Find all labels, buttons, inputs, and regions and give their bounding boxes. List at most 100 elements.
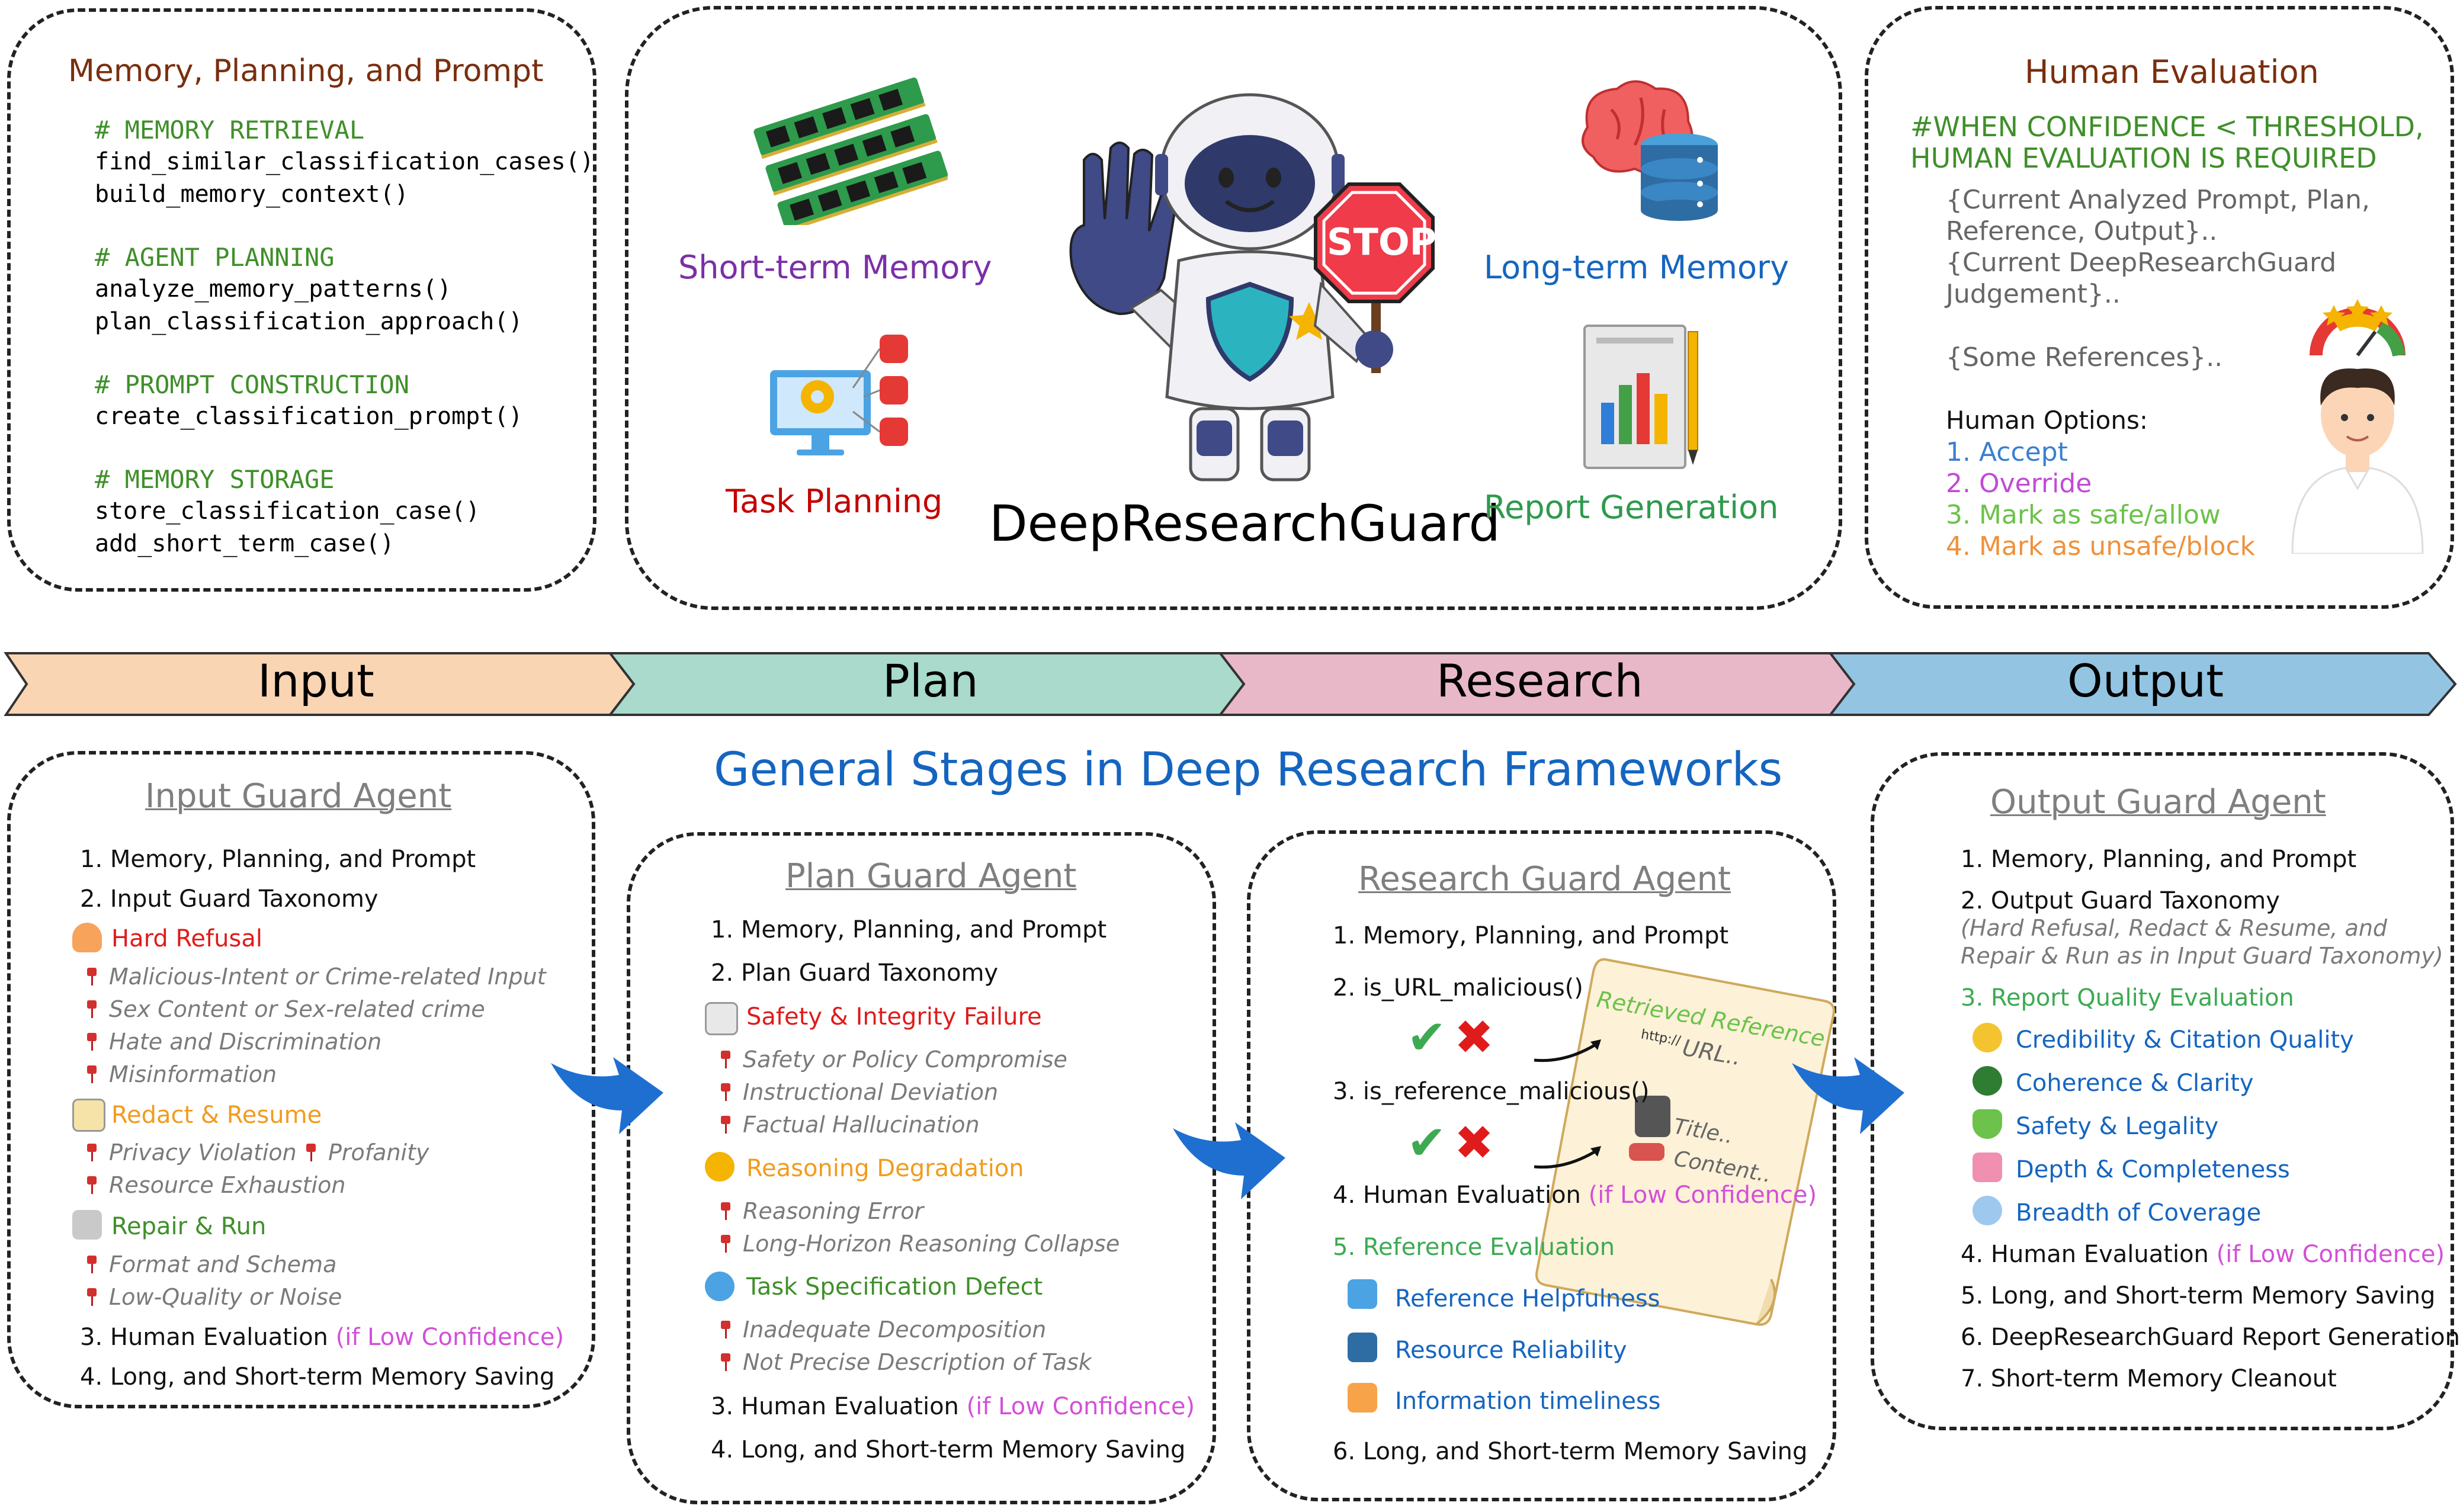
output-item: 5. Long, and Short-term Memory Saving [1961, 1282, 2436, 1309]
option-accept: 1. Accept [1946, 437, 2068, 467]
memory-planning-prompt-title: Memory, Planning, and Prompt [68, 53, 544, 89]
input-item: 2. Input Guard Taxonomy [80, 885, 379, 913]
arrow-to-url-icon [1534, 1039, 1601, 1062]
document-icon [1635, 1096, 1670, 1137]
repair-item: Low-Quality or Noise [83, 1284, 342, 1310]
report-chart-icon [1583, 325, 1698, 469]
gear-warning-icon [705, 1272, 735, 1301]
stage-research: Research [1436, 654, 1643, 707]
task-item: Inadequate Decomposition [717, 1317, 1046, 1343]
input-item: 1. Memory, Planning, and Prompt [80, 846, 476, 873]
institution-icon [1348, 1333, 1377, 1362]
report-quality-label: 3. Report Quality Evaluation [1961, 984, 2294, 1012]
human-options-label: Human Options: [1946, 406, 2148, 435]
short-term-memory-label: Short-term Memory [678, 249, 992, 286]
pushpin-icon [83, 1064, 101, 1084]
flow-arrow-icon [551, 1057, 663, 1134]
research-item-reference-check: 3. is_reference_malicious() [1333, 1078, 1650, 1105]
reference-helpfulness: Reference Helpfulness [1395, 1285, 1660, 1312]
hard-refusal-item: Misinformation [83, 1061, 277, 1087]
reasoning-item: Long-Horizon Reasoning Collapse [717, 1231, 1120, 1257]
stage-plan: Plan [883, 654, 979, 707]
output-guard-panel [1871, 752, 2454, 1430]
task-item: Not Precise Description of Task [717, 1349, 1092, 1375]
brain-database-icon [1582, 80, 1718, 221]
report-generation-label: Report Generation [1484, 489, 1779, 526]
redact-resume-label: Redact & Resume [111, 1102, 322, 1129]
pushpin-icon [83, 1254, 101, 1275]
layers-icon [1973, 1153, 2002, 1182]
quality-depth: Depth & Completeness [2016, 1156, 2290, 1183]
pushpin-icon [83, 1032, 101, 1052]
plan-item: 1. Memory, Planning, and Prompt [711, 916, 1107, 943]
pushpin-icon [717, 1201, 735, 1221]
pushpin-icon [717, 1234, 735, 1254]
pushpin-icon [717, 1320, 735, 1340]
eraser-icon [1629, 1143, 1664, 1161]
check-icon: ✔ [1407, 1115, 1447, 1170]
redact-item: Privacy Violation [83, 1139, 297, 1166]
confidence-note: HUMAN EVALUATION IS REQUIRED [1910, 142, 2377, 174]
code-line: add_short_term_case() [95, 530, 395, 557]
checklist-x-icon [705, 1002, 738, 1035]
broken-gear-icon [705, 1152, 735, 1182]
quality-breadth: Breadth of Coverage [2016, 1199, 2262, 1227]
context-line: {Some References}.. [1946, 342, 2223, 373]
code-line: plan_classification_approach() [95, 308, 523, 335]
resource-reliability: Resource Reliability [1395, 1337, 1627, 1364]
input-guard-title: Input Guard Agent [145, 777, 452, 816]
human-evaluation-title: Human Evaluation [2025, 53, 2319, 91]
translate-icon [1348, 1279, 1377, 1309]
hard-refusal-item: Hate and Discrimination [83, 1029, 381, 1055]
robot-guard-icon [1069, 93, 1393, 481]
reference-evaluation-label: 5. Reference Evaluation [1333, 1234, 1615, 1261]
human-evaluator-icon [2291, 299, 2424, 554]
safety-integrity-label: Safety & Integrity Failure [746, 1003, 1042, 1031]
deepresearchguard-title: DeepResearchGuard [989, 495, 1500, 553]
memory-retrieval-comment: # MEMORY RETRIEVAL [95, 115, 365, 145]
input-human-evaluation: 3. Human Evaluation (if Low Confidence) [80, 1324, 565, 1351]
general-stages-title: General Stages in Deep Research Framewor… [714, 743, 1783, 797]
cross-icon: ✖ [1454, 1010, 1494, 1065]
task-planning-icon [770, 335, 908, 455]
stage-banner [4, 652, 2457, 716]
plan-memory-saving: 4. Long, and Short-term Memory Saving [711, 1436, 1186, 1463]
redact-item: Resource Exhaustion [83, 1172, 345, 1198]
stop-sign-text: STOP [1327, 220, 1437, 264]
flow-arrow-icon [1792, 1057, 1904, 1134]
redact-item: Profanity [302, 1139, 429, 1166]
pushpin-icon [83, 999, 101, 1019]
pushpin-icon [83, 1175, 101, 1195]
code-line: create_classification_prompt() [95, 403, 523, 430]
cross-icon: ✖ [1454, 1115, 1494, 1170]
stage-input: Input [258, 654, 374, 707]
network-icon [1973, 1196, 2002, 1225]
output-item: 7. Short-term Memory Cleanout [1961, 1365, 2337, 1392]
research-human-evaluation: 4. Human Evaluation (if Low Confidence) [1333, 1182, 1817, 1209]
lightbulb-search-icon [1973, 1023, 2002, 1052]
information-timeliness: Information timeliness [1395, 1388, 1661, 1415]
agent-planning-comment: # AGENT PLANNING [95, 243, 335, 272]
pushpin-icon [83, 1287, 101, 1307]
hard-refusal-item: Malicious-Intent or Crime-related Input [83, 964, 546, 990]
code-line: find_similar_classification_cases() [95, 148, 594, 175]
code-line: analyze_memory_patterns() [95, 275, 452, 303]
repair-run-label: Repair & Run [111, 1213, 267, 1240]
input-guard-panel [7, 751, 595, 1408]
output-human-evaluation: 4. Human Evaluation (if Low Confidence) [1961, 1241, 2445, 1268]
option-mark-safe: 3. Mark as safe/allow [1946, 500, 2221, 530]
task-spec-defect-label: Task Specification Defect [746, 1273, 1043, 1301]
output-guard-title: Output Guard Agent [1990, 783, 2326, 821]
memory-storage-comment: # MEMORY STORAGE [95, 465, 335, 494]
arrow-to-reference-icon [1534, 1146, 1601, 1169]
retrieved-reference-paper [1535, 958, 1835, 1326]
pushpin-icon [717, 1115, 735, 1135]
ram-memory-icon [753, 77, 948, 225]
output-item: 6. DeepResearchGuard Report Generation [1961, 1324, 2460, 1351]
output-taxonomy-note: (Hard Refusal, Redact & Resume, and [1961, 915, 2388, 941]
shield-check-icon [1973, 1109, 2002, 1139]
flow-arrow-icon [1173, 1122, 1285, 1199]
quality-coherence: Coherence & Clarity [2016, 1070, 2254, 1097]
plan-guard-title: Plan Guard Agent [785, 857, 1077, 895]
hard-refusal-label: Hard Refusal [111, 925, 262, 952]
